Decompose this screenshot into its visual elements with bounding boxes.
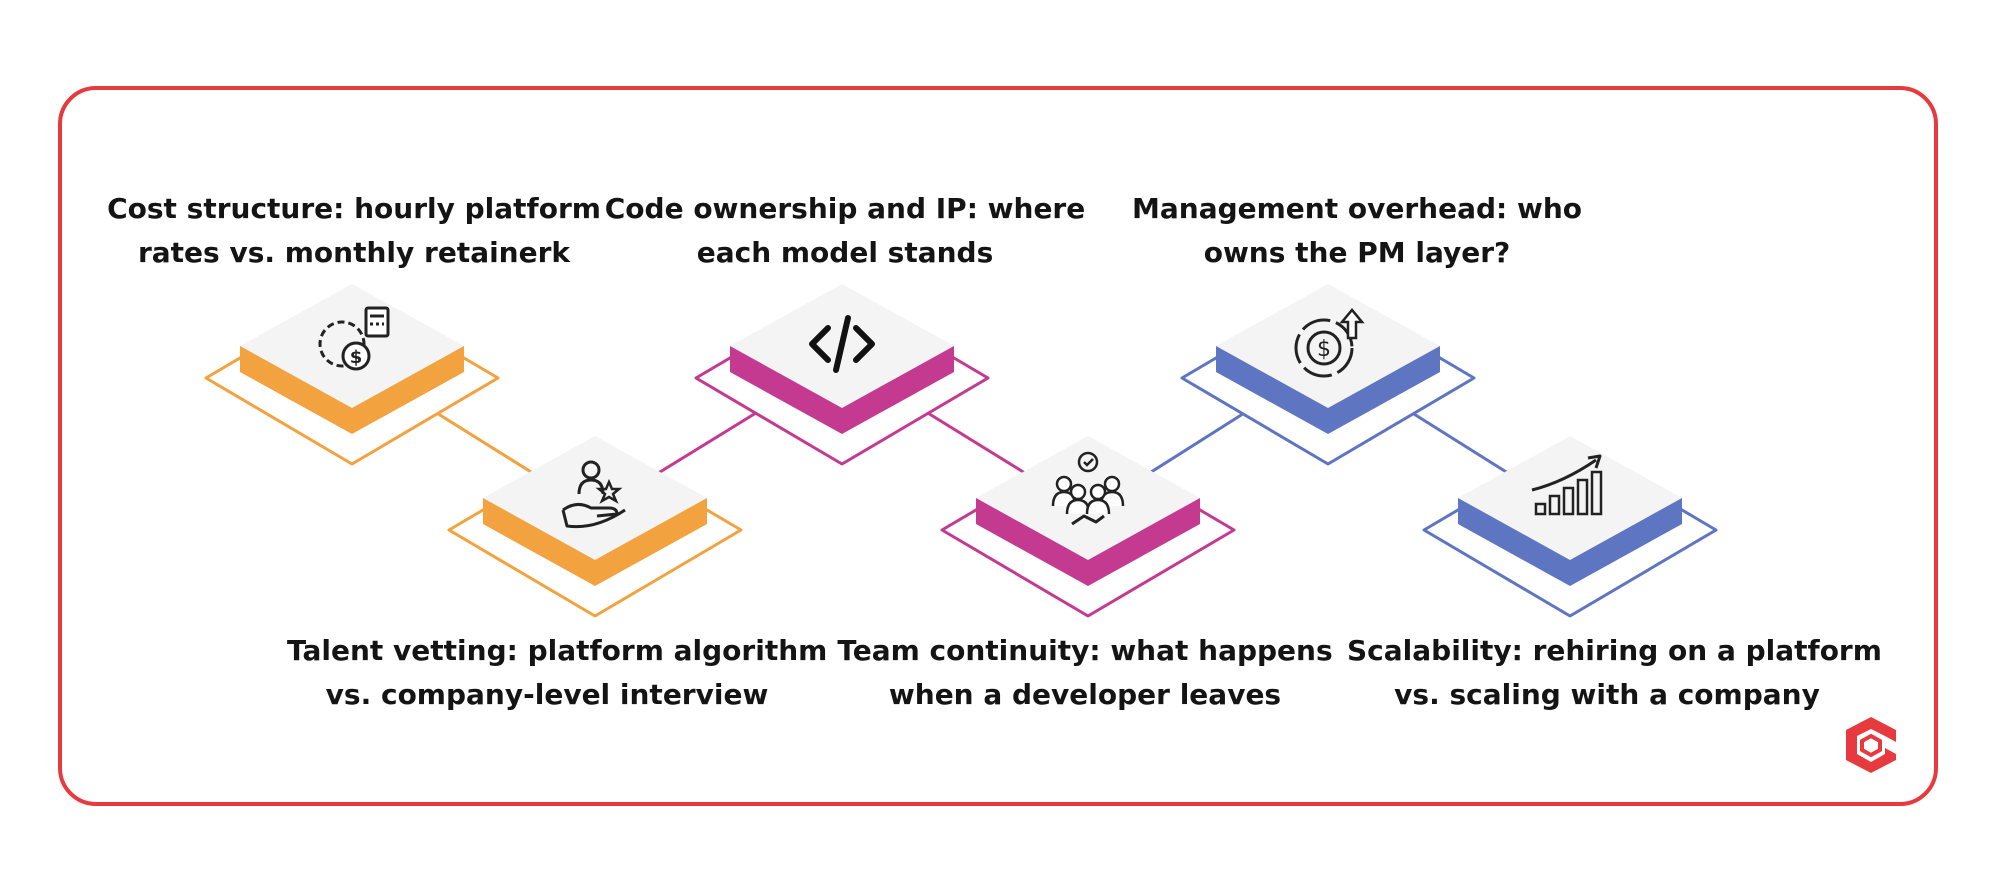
hand-person-star-icon [561,460,626,529]
dollar-cycle-arrow-icon: $ [1294,308,1365,378]
frame-border [58,86,1938,806]
caption-line: Talent vetting: platform algorithm [287,634,828,667]
node-top [1458,436,1682,560]
caption-line: rates vs. monthly retainerk [137,236,571,269]
code-brackets-icon [809,315,875,373]
node-management-overhead: $ [1180,284,1476,466]
caption-line: Management overhead: who [1132,192,1582,225]
svg-text:$: $ [350,347,363,368]
money-gear-calculator-icon: $ [318,306,390,371]
caption-team-continuity: Team continuity: what happens when a dev… [825,629,1345,717]
node-top [483,436,707,560]
caption-line: Scalability: rehiring on a platform [1347,634,1882,667]
caption-line: owns the PM layer? [1203,236,1511,269]
team-handshake-icon [1051,451,1125,526]
node-cost-structure: $ [204,284,500,466]
caption-code-ownership: Code ownership and IP: where each model … [585,187,1105,275]
caption-line: each model stands [696,236,994,269]
node-team-continuity [940,436,1236,618]
caption-line: when a developer leaves [888,678,1282,711]
node-scalability [1422,436,1718,618]
caption-cost-structure: Cost structure: hourly platform rates vs… [94,187,614,275]
node-top [976,436,1200,560]
caption-line: vs. scaling with a company [1394,678,1820,711]
caption-line: Cost structure: hourly platform [107,192,601,225]
caption-scalability: Scalability: rehiring on a platform vs. … [1347,629,1882,717]
svg-text:$: $ [1317,337,1331,362]
caption-line: Team continuity: what happens [837,634,1333,667]
node-code-ownership [694,284,990,466]
caption-line: Code ownership and IP: where [604,192,1086,225]
node-top [1216,284,1440,408]
caption-management-overhead: Management overhead: who owns the PM lay… [1097,187,1617,275]
caption-talent-vetting: Talent vetting: platform algorithm vs. c… [287,629,828,717]
node-talent-vetting [447,436,743,618]
brand-logo-icon [1846,717,1896,773]
growth-chart-icon [1531,454,1603,516]
nodes: $$ [204,284,1718,618]
caption-line: vs. company-level interview [325,678,769,711]
